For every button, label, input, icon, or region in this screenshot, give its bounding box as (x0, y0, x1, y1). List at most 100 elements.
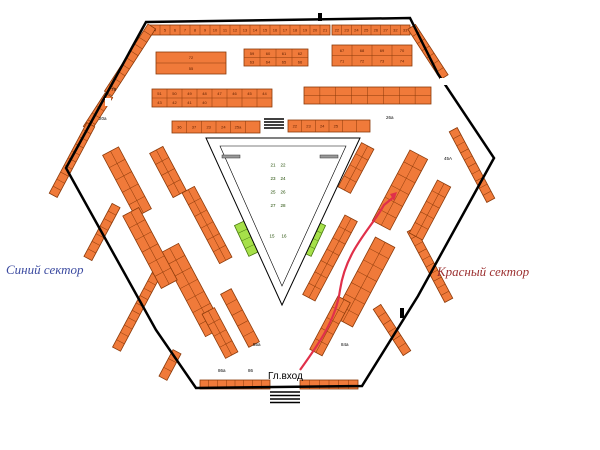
stall-block (149, 145, 187, 199)
edge-stall-label: 26a (386, 115, 394, 120)
stall-divider (71, 150, 80, 156)
stall-divider (128, 317, 137, 323)
stall-divider (440, 290, 450, 296)
center-pavilion-inner (219, 145, 347, 287)
stall-divider (308, 218, 352, 298)
stall-number: 19 (303, 28, 308, 33)
stall-divider (388, 327, 396, 333)
stall-number: 70 (400, 48, 405, 53)
stall-block (158, 349, 182, 381)
stall-number: 8 (194, 28, 197, 33)
stall-number: 40 (202, 100, 207, 105)
stall-number: 18 (293, 28, 298, 33)
top-door-marker (318, 13, 322, 21)
edge-stall-label: 84a (341, 342, 349, 347)
stall-divider (415, 183, 445, 237)
stall-block (406, 227, 454, 303)
stall-divider (383, 319, 391, 325)
stall-number: 72 (189, 55, 194, 60)
stall-number: 24 (280, 176, 286, 181)
stall-number: 15 (269, 234, 275, 239)
stall-number: 17 (283, 28, 288, 33)
stall-number: 13 (243, 28, 248, 33)
stall-divider (231, 309, 243, 316)
stall-number: 16 (273, 28, 278, 33)
main-entrance-label: Гл.вход (268, 371, 303, 382)
edge-stall-label: 86 (248, 368, 254, 373)
stall-divider (156, 149, 180, 195)
stall-number: 23 (344, 28, 349, 33)
stall-divider (56, 178, 65, 184)
stall-divider (393, 335, 401, 341)
stall-divider (208, 310, 232, 356)
stall-divider (243, 330, 254, 337)
stall-number: 61 (282, 51, 287, 56)
stall-divider (143, 287, 152, 293)
edge-stall-label: 79 (111, 87, 117, 92)
stall-number: 71 (340, 58, 345, 63)
stall-divider (103, 218, 113, 223)
stall-divider (147, 280, 156, 286)
stall-number: 37 (192, 125, 197, 130)
stall-number: 25 (334, 124, 339, 129)
stall-divider (226, 299, 237, 306)
stall-number: 16 (281, 234, 287, 239)
door-gap-right (440, 78, 447, 85)
stall-number: 51 (157, 91, 162, 96)
stall-number: 49 (187, 91, 192, 96)
stall-number: 36 (177, 125, 182, 130)
stall-divider (168, 358, 177, 363)
stall-divider (433, 276, 442, 282)
stall-number: 67 (340, 48, 345, 53)
stall-divider (237, 320, 249, 327)
stall-number: 22 (280, 162, 286, 167)
stall-divider (110, 150, 144, 214)
stall-divider (143, 30, 152, 36)
stall-divider (64, 164, 73, 170)
stall-divider (126, 57, 134, 63)
stall-block (122, 207, 178, 289)
stall-divider (452, 134, 462, 140)
stall-block (287, 119, 371, 133)
stall-divider (412, 31, 421, 37)
stall-number: 11 (223, 28, 228, 33)
stall-block (448, 127, 496, 203)
stall-number: 50 (172, 91, 177, 96)
stall-number: 27 (383, 28, 388, 33)
stall-blocks (48, 23, 496, 390)
stall-divider (398, 342, 406, 349)
stall-number: 46 (232, 91, 237, 96)
stall-block (220, 288, 260, 348)
stall-block (201, 307, 239, 359)
route-path (299, 195, 396, 371)
stall-divider (163, 367, 172, 372)
stall-number: 9 (204, 28, 207, 33)
stall-number: 73 (380, 58, 385, 63)
stall-number: 15 (263, 28, 268, 33)
edge-stall-label: 55a (253, 342, 261, 347)
stall-divider (131, 310, 141, 315)
stall-divider (107, 210, 117, 216)
stall-block (337, 142, 375, 194)
pavilion-bench (319, 154, 339, 159)
stall-number: 22 (293, 124, 298, 129)
stall-block (408, 179, 452, 241)
stall-divider (342, 242, 386, 322)
stall-divider (130, 50, 139, 56)
stall-number: 23 (306, 124, 311, 129)
stall-number: 28 (280, 203, 286, 208)
stall-block-body (220, 288, 260, 348)
stall-divider (456, 141, 465, 147)
stall-block (302, 214, 358, 302)
stall-divider (52, 185, 62, 191)
stall-number: 60 (266, 51, 271, 56)
stall-number: 25 (364, 28, 369, 33)
red-sector-label: Красный сектор (437, 264, 530, 279)
stall-number: 26 (374, 28, 379, 33)
route-arrowhead (390, 192, 397, 201)
stall-block (102, 146, 152, 218)
stall-divider (425, 262, 435, 268)
stall-number: 63 (250, 59, 255, 64)
stall-divider (95, 233, 105, 239)
